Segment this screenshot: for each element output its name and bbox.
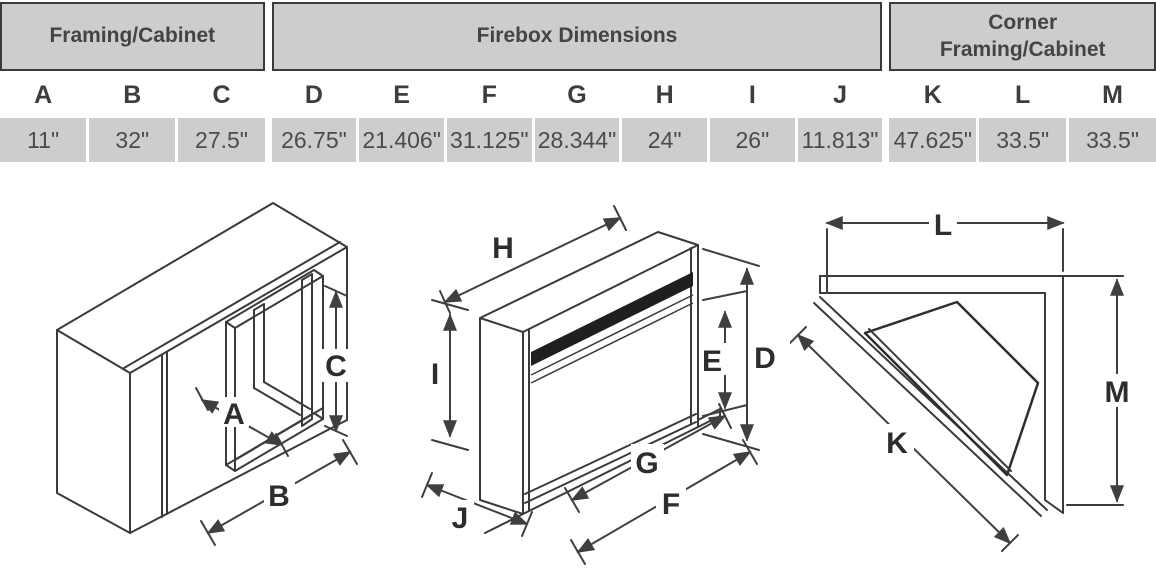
dim-label-l: L: [934, 209, 952, 242]
group-header-corner-framing-cabinet: Corner Framing/Cabinet: [889, 2, 1156, 71]
dim-label-j: J: [452, 502, 469, 535]
framing-cabinet-diagram: C A B: [56, 202, 358, 546]
dim-label-e: E: [702, 345, 722, 378]
value-b: 32": [89, 118, 176, 162]
column-letter-l: L: [1015, 80, 1031, 109]
dim-label-m: M: [1105, 376, 1130, 409]
dim-label-i: I: [431, 358, 439, 391]
column-letter-b: B: [123, 80, 142, 109]
column-letter-h: H: [655, 80, 674, 109]
table-group-header-row: Framing/Cabinet Firebox Dimensions Corne…: [0, 2, 1156, 71]
dim-label-a: A: [223, 398, 245, 431]
table-value-row: 11" 32" 27.5" 26.75" 21.406" 31.125" 28.…: [0, 118, 1156, 162]
value-m: 33.5": [1069, 118, 1156, 162]
column-letter-d: D: [304, 80, 323, 109]
group-header-firebox-dimensions: Firebox Dimensions: [271, 2, 883, 71]
dim-label-c: C: [325, 350, 347, 383]
dim-label-d: D: [754, 342, 776, 375]
dimension-table: Framing/Cabinet Firebox Dimensions Corne…: [0, 2, 1156, 162]
value-i: 26": [710, 118, 795, 162]
value-g: 28.344": [534, 118, 620, 162]
column-letter-a: A: [34, 80, 53, 109]
column-letter-i: I: [748, 80, 756, 109]
dim-label-f: F: [662, 488, 680, 521]
dim-label-b: B: [268, 480, 290, 513]
column-letter-f: F: [481, 80, 497, 109]
column-letter-c: C: [212, 80, 231, 109]
value-h: 24": [622, 118, 708, 162]
column-letter-k: K: [923, 80, 942, 109]
value-j: 11.813": [797, 118, 883, 162]
value-e: 21.406": [359, 118, 444, 162]
table-letter-row: A B C D E F G H I J K L M: [0, 73, 1156, 117]
dim-label-g: G: [635, 447, 658, 480]
firebox-dimensions-diagram: H I J E D G F: [421, 205, 780, 565]
value-c: 27.5": [178, 118, 265, 162]
column-letter-m: M: [1102, 80, 1123, 109]
column-letter-j: J: [833, 80, 847, 109]
dim-label-k: K: [886, 427, 908, 460]
value-a: 11": [0, 118, 87, 162]
column-letter-e: E: [393, 80, 410, 109]
value-d: 26.75": [271, 118, 357, 162]
value-l: 33.5": [979, 118, 1067, 162]
group-header-framing-cabinet: Framing/Cabinet: [0, 2, 265, 71]
column-letter-g: G: [567, 80, 587, 109]
dim-label-h: H: [492, 232, 514, 265]
value-f: 31.125": [446, 118, 532, 162]
value-k: 47.625": [889, 118, 977, 162]
corner-framing-diagram: L M K: [790, 207, 1135, 552]
